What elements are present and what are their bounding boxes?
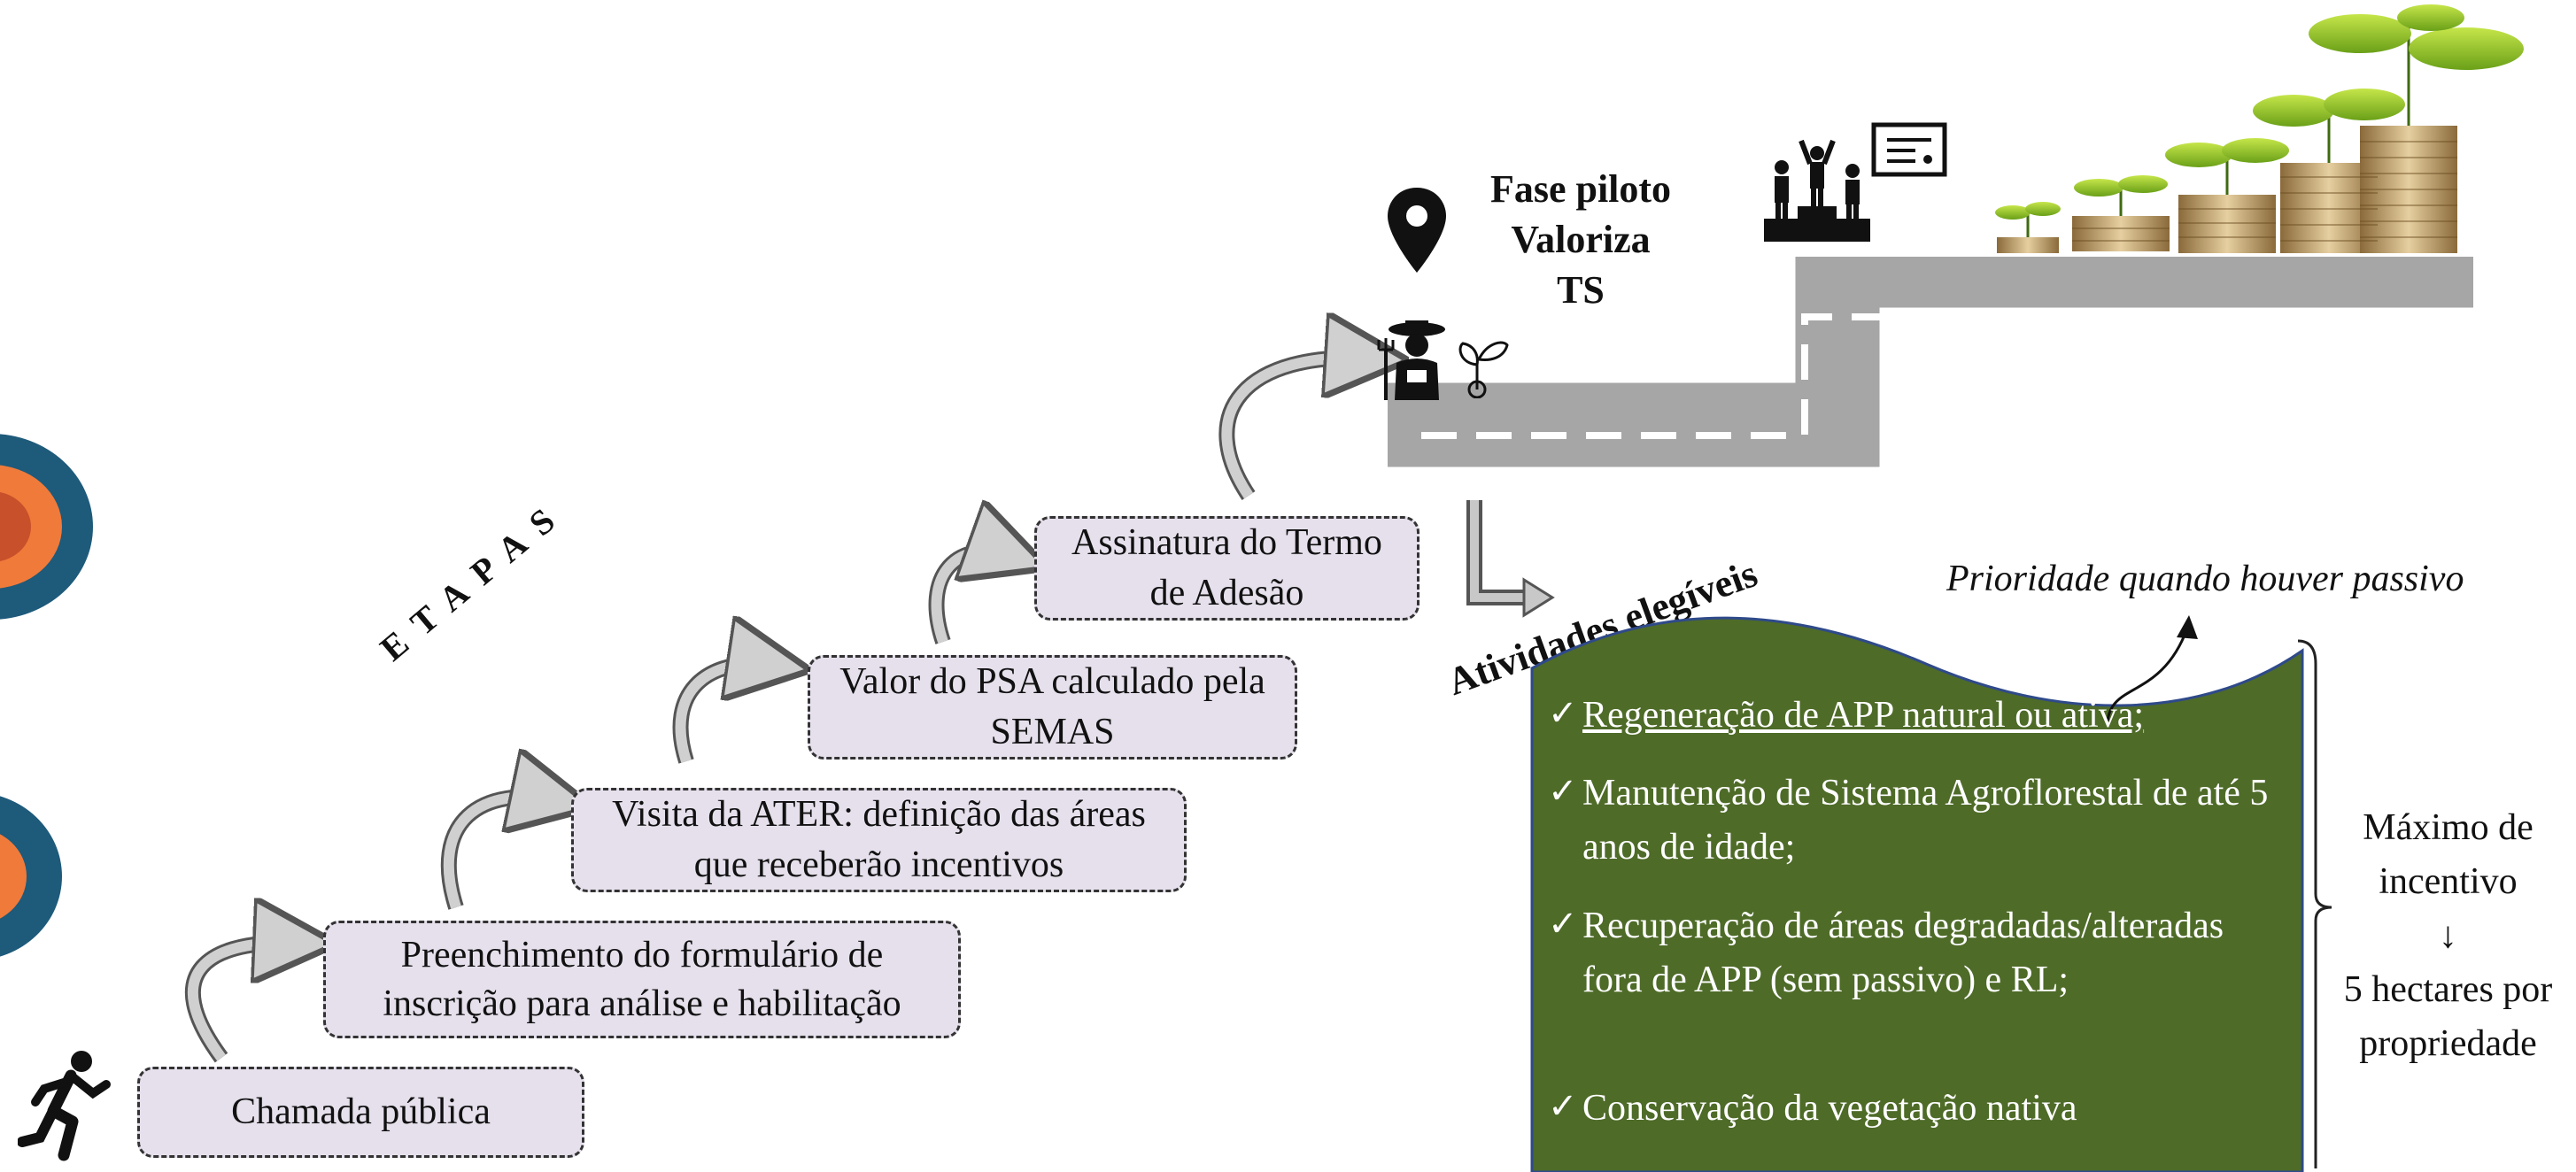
road [1388, 257, 2473, 467]
brace [2297, 639, 2332, 1168]
runner-icon [18, 1051, 111, 1161]
step-preenchimento-formulario: Preenchimento do formulário de inscrição… [323, 921, 961, 1038]
activity-text: Manutenção de Sistema Agroflorestal de a… [1582, 773, 2269, 867]
priority-arrow [2106, 615, 2198, 722]
activity-text: Regeneração de APP natural ou ativa; [1582, 695, 2145, 736]
road-down-arrow [1466, 500, 1555, 618]
step-label: Assinatura do Termo de Adesão [1071, 522, 1382, 613]
step-label: Preenchimento do formulário de inscrição… [383, 934, 901, 1024]
check-icon: ✓ [1548, 1086, 1578, 1126]
certificate-icon [1871, 122, 1947, 177]
step-chamada-publica: Chamada pública [137, 1067, 584, 1158]
max-line-1: Máximo de [2363, 807, 2533, 848]
activity-text: Recuperação de áreas degradadas/alterada… [1582, 906, 2224, 1000]
step-label: Chamada pública [231, 1091, 491, 1133]
activity-item-1: Regeneração de APP natural ou ativa; [1582, 689, 2291, 743]
phase-line-3: TS [1557, 268, 1605, 312]
activity-text: Conservação da vegetação nativa [1582, 1088, 2077, 1129]
farmer-icon [1377, 320, 1445, 400]
step-assinatura-termo: Assinatura do Termo de Adesão [1034, 516, 1420, 621]
activity-item-3: Recuperação de áreas degradadas/alterada… [1582, 899, 2273, 1007]
max-arrow-icon: ↓ [2439, 914, 2457, 956]
location-pin-icon [1388, 188, 1446, 273]
step-label: Valor do PSA calculado pela SEMAS [839, 661, 1265, 752]
step-valor-psa: Valor do PSA calculado pela SEMAS [808, 655, 1297, 759]
coin-plants-icon [1995, 4, 2524, 253]
max-line-2: incentivo [2379, 860, 2518, 902]
max-line-3: 5 hectares por [2343, 968, 2553, 1010]
step-visita-ater: Visita da ATER: definição das áreas que … [571, 788, 1187, 892]
priority-note: Prioridade quando houver passivo [1946, 559, 2464, 599]
podium-icon [1764, 139, 1870, 242]
check-icon: ✓ [1548, 904, 1578, 944]
step-label: Visita da ATER: definição das áreas que … [612, 794, 1146, 885]
target-decoration-bottom-icon [0, 796, 62, 957]
check-icon: ✓ [1548, 693, 1578, 733]
activity-item-2: Manutenção de Sistema Agroflorestal de a… [1582, 767, 2291, 875]
activity-item-4: Conservação da vegetação nativa [1582, 1082, 2273, 1136]
check-icon: ✓ [1548, 771, 1578, 811]
phase-title: Fase piloto Valoriza TS [1461, 164, 1700, 316]
arrow-5 [1218, 350, 1378, 500]
seedling-icon [1458, 341, 1509, 398]
activities-banner [1530, 616, 2304, 1172]
phase-line-1: Fase piloto [1489, 167, 1672, 211]
max-incentive: Máximo de incentivo ↓ 5 hectares por pro… [2322, 801, 2574, 1070]
max-line-4: propriedade [2359, 1022, 2537, 1064]
target-decoration-top-icon [0, 434, 93, 620]
phase-line-2: Valoriza [1511, 218, 1651, 262]
